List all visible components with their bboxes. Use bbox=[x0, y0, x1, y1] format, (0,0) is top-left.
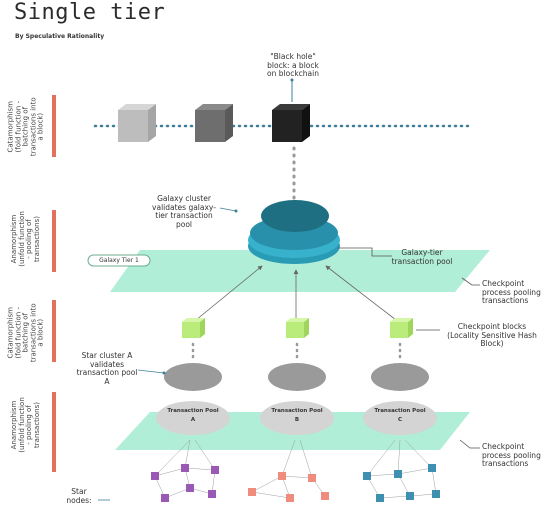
transaction-pool-a-letter: A bbox=[190, 417, 196, 423]
block-cube-mid bbox=[195, 104, 233, 142]
star-cluster-c bbox=[371, 363, 429, 391]
side-bar-cata-2 bbox=[52, 300, 56, 362]
page-title: Single tier bbox=[14, 0, 166, 25]
transaction-pool-a-title: Transaction Pool bbox=[167, 408, 219, 414]
block-cube-light bbox=[118, 104, 156, 142]
checkpoint-block-c bbox=[390, 318, 413, 338]
transaction-pool-b-title: Transaction Pool bbox=[271, 408, 323, 414]
galaxy-pool-label: Galaxy-tier transaction pool bbox=[391, 248, 453, 266]
transaction-pool-c bbox=[363, 401, 437, 435]
transaction-pool-a bbox=[156, 401, 230, 435]
galaxy-cluster-disc bbox=[261, 200, 329, 232]
transaction-pool-b-letter: B bbox=[294, 417, 300, 423]
checkpoint-blocks-label: Checkpoint blocks (Locality Sensitive Ha… bbox=[447, 322, 537, 348]
side-label-cata-1: Catamorphism (fold function - batching o… bbox=[6, 97, 45, 157]
checkpoint-top-connector bbox=[461, 277, 480, 286]
galaxy-pool-connector bbox=[338, 247, 392, 257]
black-hole-label: "Black hole" block: a block on blockchai… bbox=[267, 52, 319, 78]
byline: By Speculative Rationality bbox=[15, 33, 105, 40]
galaxy-tier-badge bbox=[87, 254, 151, 267]
checkpoint-bottom-label: Checkpoint process pooling transactions bbox=[482, 442, 541, 468]
side-bar-cata-1 bbox=[52, 95, 56, 157]
star-cluster-a bbox=[164, 363, 222, 391]
black-hole-block-cube bbox=[272, 104, 310, 142]
galaxy-plane bbox=[110, 250, 490, 292]
side-label-ana-1: Anamorphism (unfold function - pooling o… bbox=[10, 211, 41, 267]
checkpoint-block-b bbox=[286, 318, 309, 338]
galaxy-cluster-label: Galaxy cluster validates galaxy-tier tra… bbox=[152, 194, 216, 229]
star-nodes-label: Star nodes: bbox=[66, 487, 92, 505]
star-cluster-label: Star cluster A validates transaction poo… bbox=[76, 351, 138, 386]
star-nodes-c bbox=[366, 439, 437, 499]
side-label-ana-2: Anamorphism (unfold function - pooling o… bbox=[10, 397, 41, 453]
transaction-pool-b bbox=[260, 401, 334, 435]
star-cluster-b bbox=[268, 363, 326, 391]
side-label-cata-2: Catamorphism (fold function - batching o… bbox=[6, 303, 45, 363]
side-bar-ana-2 bbox=[52, 392, 56, 472]
star-cluster-connector bbox=[137, 369, 165, 374]
galaxy-tier-badge-label: Galaxy Tier 1 bbox=[99, 257, 139, 264]
checkpoint-bottom-connector bbox=[459, 439, 480, 449]
transaction-pool-c-title: Transaction Pool bbox=[374, 408, 426, 414]
checkpoint-top-label: Checkpoint process pooling transactions bbox=[482, 279, 541, 305]
side-bar-ana-1 bbox=[52, 210, 56, 272]
transaction-pool-c-letter: C bbox=[397, 417, 403, 423]
galaxy-cluster-connector bbox=[219, 207, 237, 212]
checkpoint-block-a bbox=[182, 318, 205, 338]
